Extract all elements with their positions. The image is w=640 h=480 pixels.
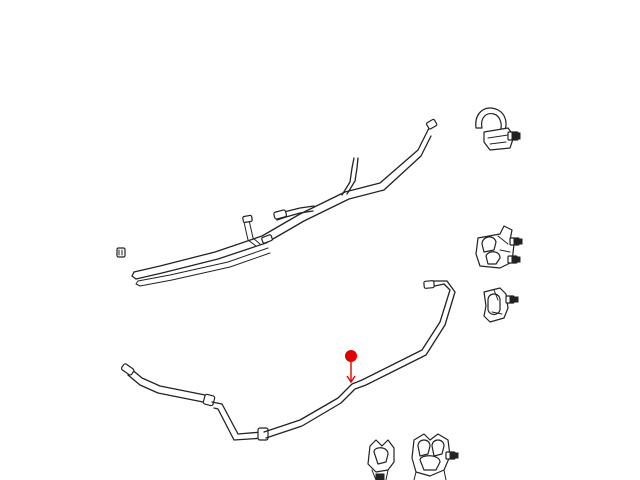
small-connector: [116, 247, 126, 258]
single-clip: [483, 287, 519, 323]
callout-dot: [345, 350, 357, 362]
hook-clip: [475, 107, 521, 151]
callout-arrow-head: [346, 375, 356, 384]
double-clip: [411, 433, 459, 480]
triple-clip: [475, 225, 523, 269]
callout-marker: [345, 350, 357, 384]
fuel-tube-assembly-upper: [131, 118, 438, 287]
fuel-tube-assembly-lower: [120, 280, 456, 441]
small-clip: [367, 439, 395, 480]
